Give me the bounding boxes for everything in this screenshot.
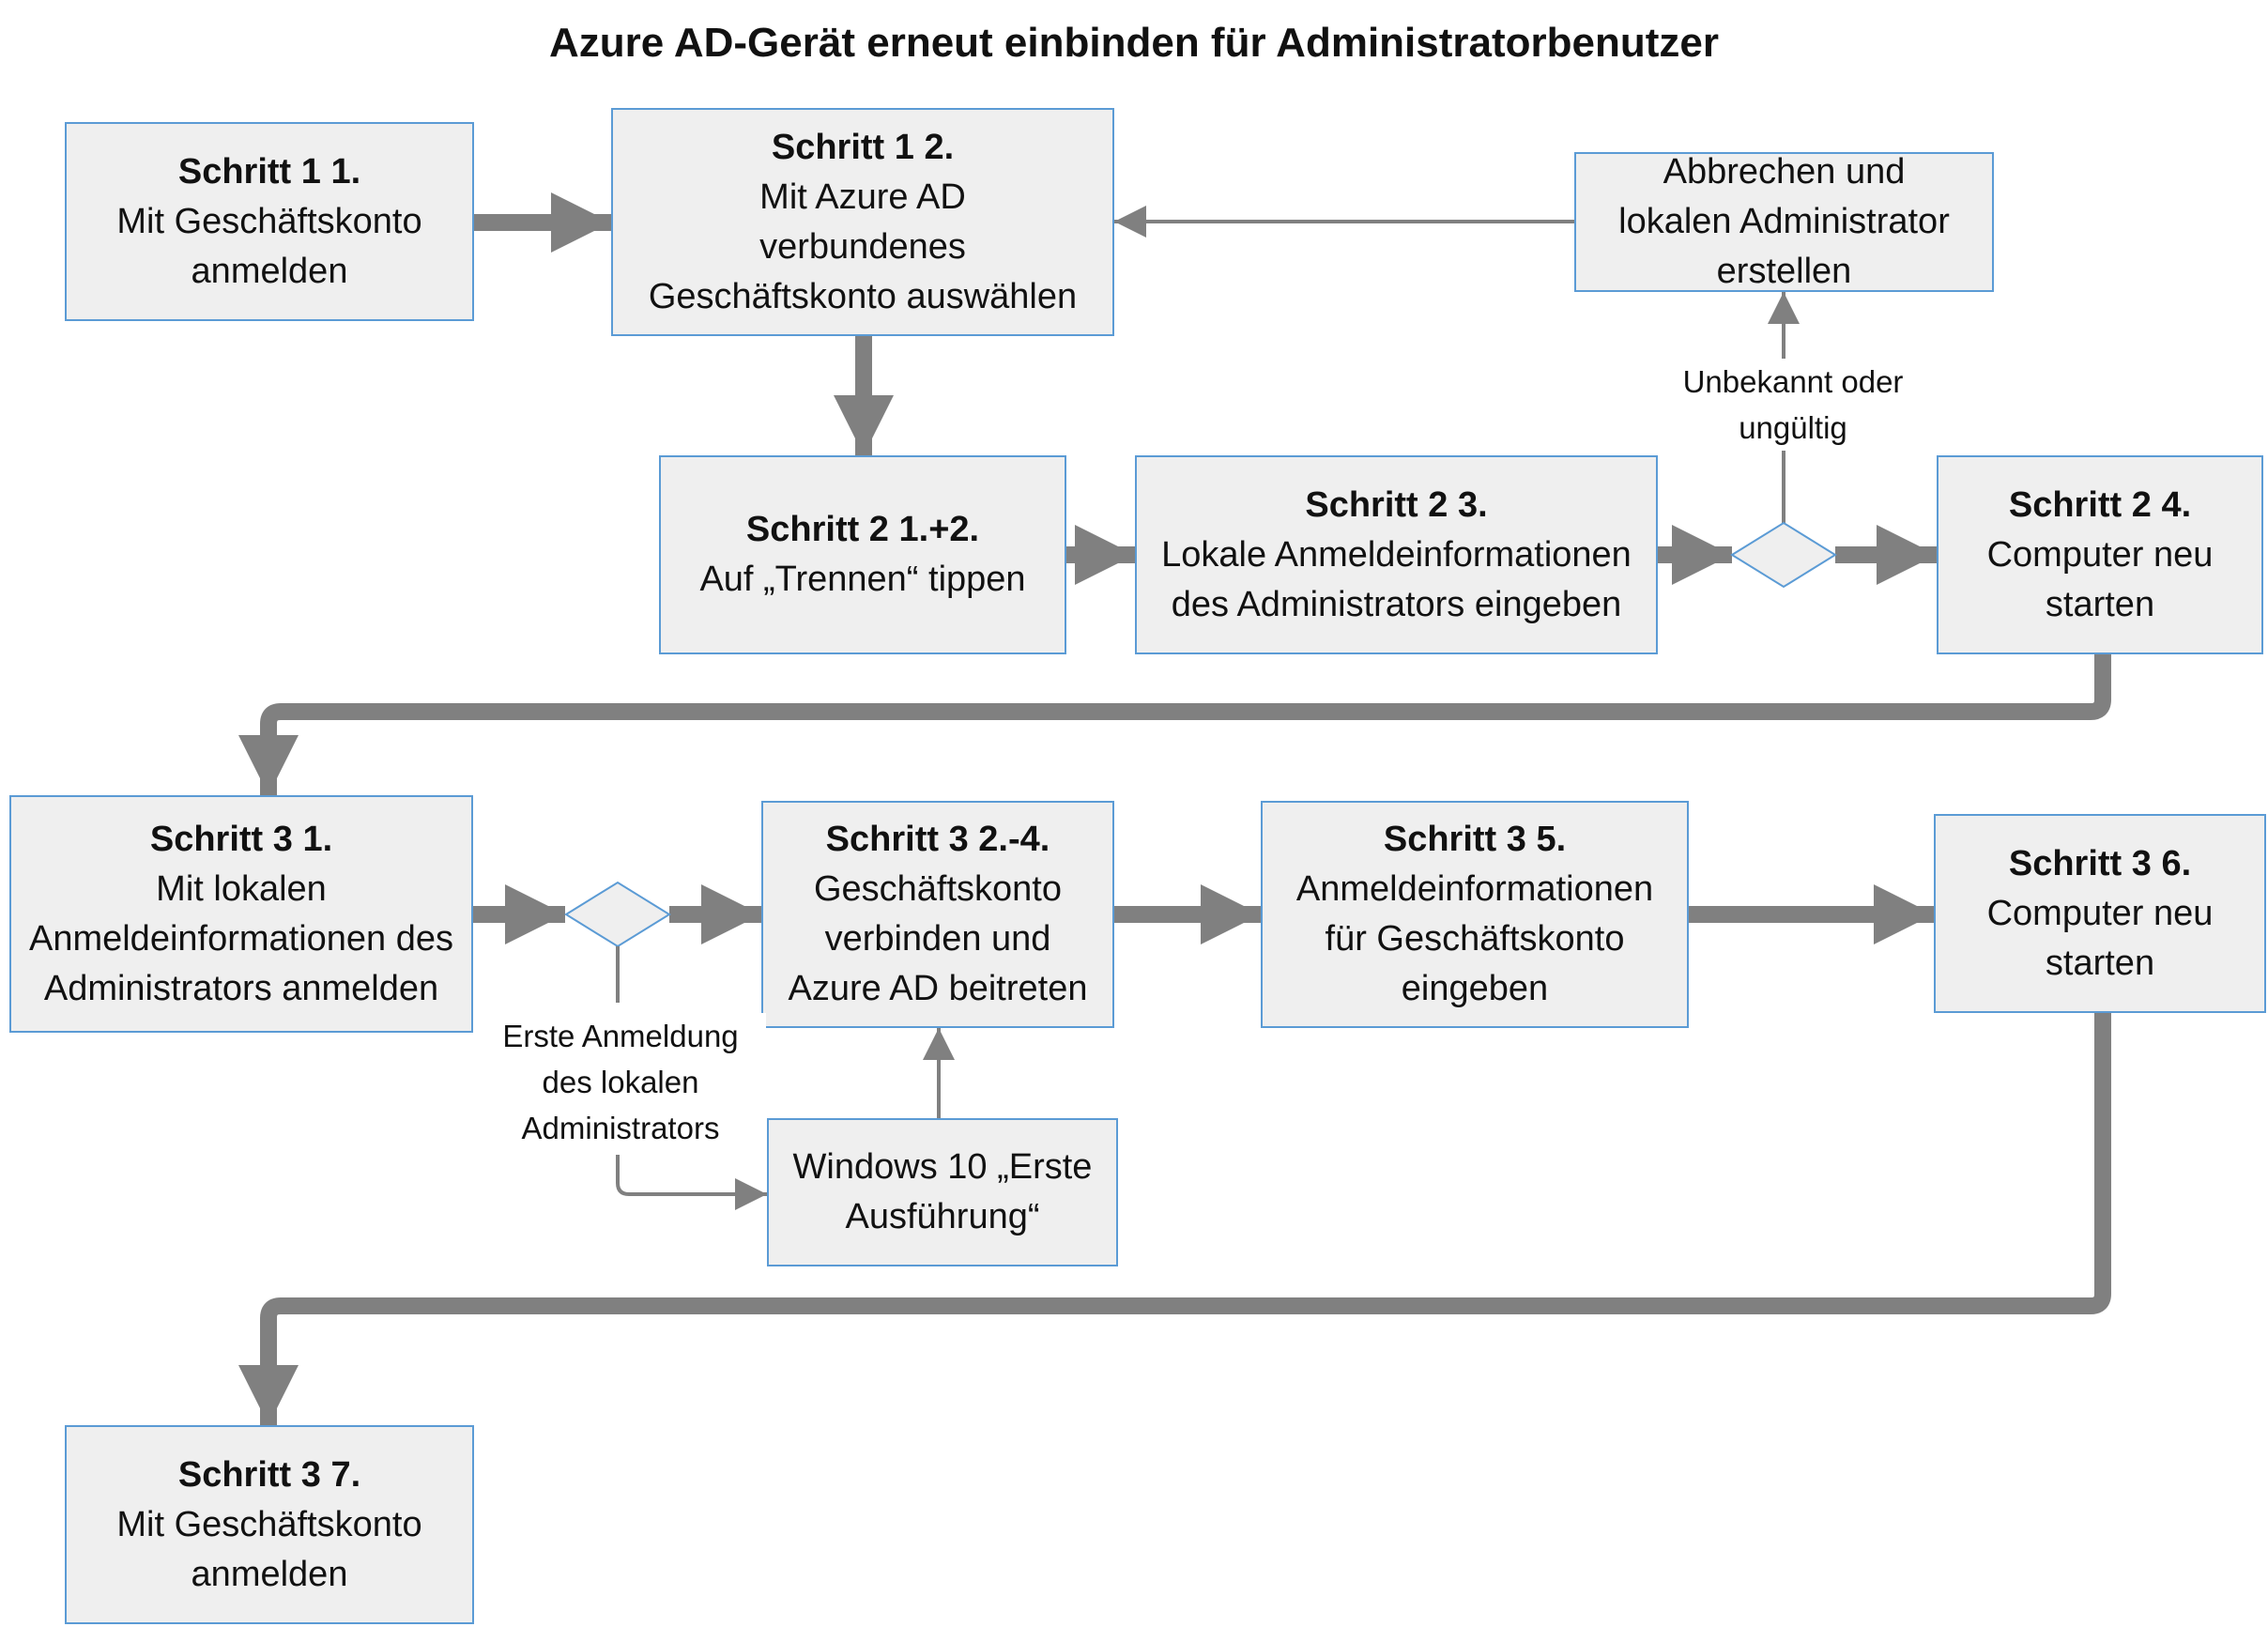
decision-diamond-first-login — [564, 881, 671, 948]
step-3-2-4-text: Azure AD beitreten — [788, 969, 1088, 1008]
cancel-create-admin-box: Abbrechen und lokalen Administrator erst… — [1574, 152, 1994, 292]
step-2-4-heading: Schritt 2 4. — [2008, 484, 2192, 525]
step-3-5-text: Anmeldeinformationen — [1295, 869, 1654, 909]
step-2-3-heading: Schritt 2 3. — [1305, 484, 1488, 525]
arrow-step-3-6-to-3-7 — [238, 1013, 2111, 1425]
step-3-7-box: Schritt 3 7. Mit Geschäftskonto anmelden — [65, 1425, 474, 1624]
step-1-1-text: anmelden — [191, 251, 348, 291]
unknown-invalid-text: Unbekannt oder — [1682, 364, 1904, 399]
windows-first-run-text: Windows 10 „Erste — [792, 1147, 1093, 1187]
cancel-create-admin-text: lokalen Administrator — [1618, 202, 1950, 241]
step-3-7-heading: Schritt 3 7. — [177, 1454, 361, 1495]
step-2-1-2-box: Schritt 2 1.+2. Auf „Trennen“ tippen — [659, 455, 1066, 654]
step-2-4-text: starten — [2045, 584, 2155, 624]
step-2-4-text: Computer neu — [1986, 534, 2214, 575]
step-3-1-heading: Schritt 3 1. — [149, 819, 333, 859]
step-3-2-4-text: Geschäftskonto — [813, 869, 1063, 909]
step-3-1-text: Anmeldeinformationen des — [28, 918, 454, 959]
arrow-first-login-to-windows — [616, 946, 767, 1194]
arrow-step-2-4-to-3-1 — [238, 654, 2111, 795]
step-3-1-text: Administrators anmelden — [43, 968, 439, 1008]
step-3-5-box: Schritt 3 5. Anmeldeinformationen für Ge… — [1261, 801, 1689, 1028]
step-2-4-box: Schritt 2 4. Computer neu starten — [1937, 455, 2263, 654]
step-2-1-2-text: Auf „Trennen“ tippen — [699, 560, 1026, 599]
windows-first-run-text: Ausführung“ — [845, 1197, 1040, 1236]
decision-diamond-credentials — [1730, 521, 1837, 589]
step-1-2-text: Mit Azure AD — [759, 177, 966, 217]
step-1-1-text: Mit Geschäftskonto — [116, 201, 422, 241]
step-3-2-4-text: verbinden und — [824, 919, 1051, 959]
step-3-5-text: eingeben — [1401, 969, 1549, 1008]
step-1-2-text: verbundenes — [759, 226, 966, 267]
step-2-3-text: Lokale Anmeldeinformationen — [1161, 534, 1632, 575]
step-1-2-heading: Schritt 1 2. — [771, 127, 955, 167]
step-3-6-text: starten — [2045, 943, 2155, 983]
step-3-7-text: anmelden — [191, 1554, 348, 1594]
diagram-title: Azure AD-Gerät erneut einbinden für Admi… — [549, 20, 1719, 66]
step-2-1-2-heading: Schritt 2 1.+2. — [745, 510, 980, 549]
step-3-7-text: Mit Geschäftskonto — [116, 1504, 422, 1544]
step-3-5-text: für Geschäftskonto — [1325, 919, 1625, 959]
step-3-6-text: Computer neu — [1986, 893, 2214, 933]
step-2-3-text: des Administrators eingeben — [1171, 584, 1622, 624]
first-login-label: Erste Anmeldung des lokalen Administrato… — [475, 1013, 766, 1151]
step-1-2-box: Schritt 1 2. Mit Azure AD verbundenes Ge… — [611, 108, 1114, 336]
cancel-create-admin-text: Abbrechen und — [1663, 152, 1906, 192]
unknown-invalid-text: ungültig — [1739, 410, 1847, 445]
step-1-1-box: Schritt 1 1. Mit Geschäftskonto anmelden — [65, 122, 474, 321]
first-login-text: Erste Anmeldung — [502, 1019, 739, 1053]
step-3-2-4-box: Schritt 3 2.-4. Geschäftskonto verbinden… — [761, 801, 1114, 1028]
unknown-invalid-label: Unbekannt oder ungültig — [1643, 359, 1943, 451]
step-3-5-heading: Schritt 3 5. — [1383, 820, 1567, 859]
first-login-text: Administrators — [521, 1111, 720, 1145]
step-3-1-text: Mit lokalen — [156, 868, 327, 909]
step-3-2-4-heading: Schritt 3 2.-4. — [825, 820, 1050, 859]
step-3-6-box: Schritt 3 6. Computer neu starten — [1934, 814, 2266, 1013]
step-2-3-box: Schritt 2 3. Lokale Anmeldeinformationen… — [1135, 455, 1658, 654]
windows-first-run-box: Windows 10 „Erste Ausführung“ — [767, 1118, 1118, 1266]
step-1-1-heading: Schritt 1 1. — [177, 151, 361, 192]
step-3-6-heading: Schritt 3 6. — [2008, 843, 2192, 883]
first-login-text: des lokalen — [542, 1065, 699, 1099]
cancel-create-admin-text: erstellen — [1716, 252, 1852, 291]
step-3-1-box: Schritt 3 1. Mit lokalen Anmeldeinformat… — [9, 795, 473, 1033]
step-1-2-text: Geschäftskonto auswählen — [648, 276, 1078, 316]
